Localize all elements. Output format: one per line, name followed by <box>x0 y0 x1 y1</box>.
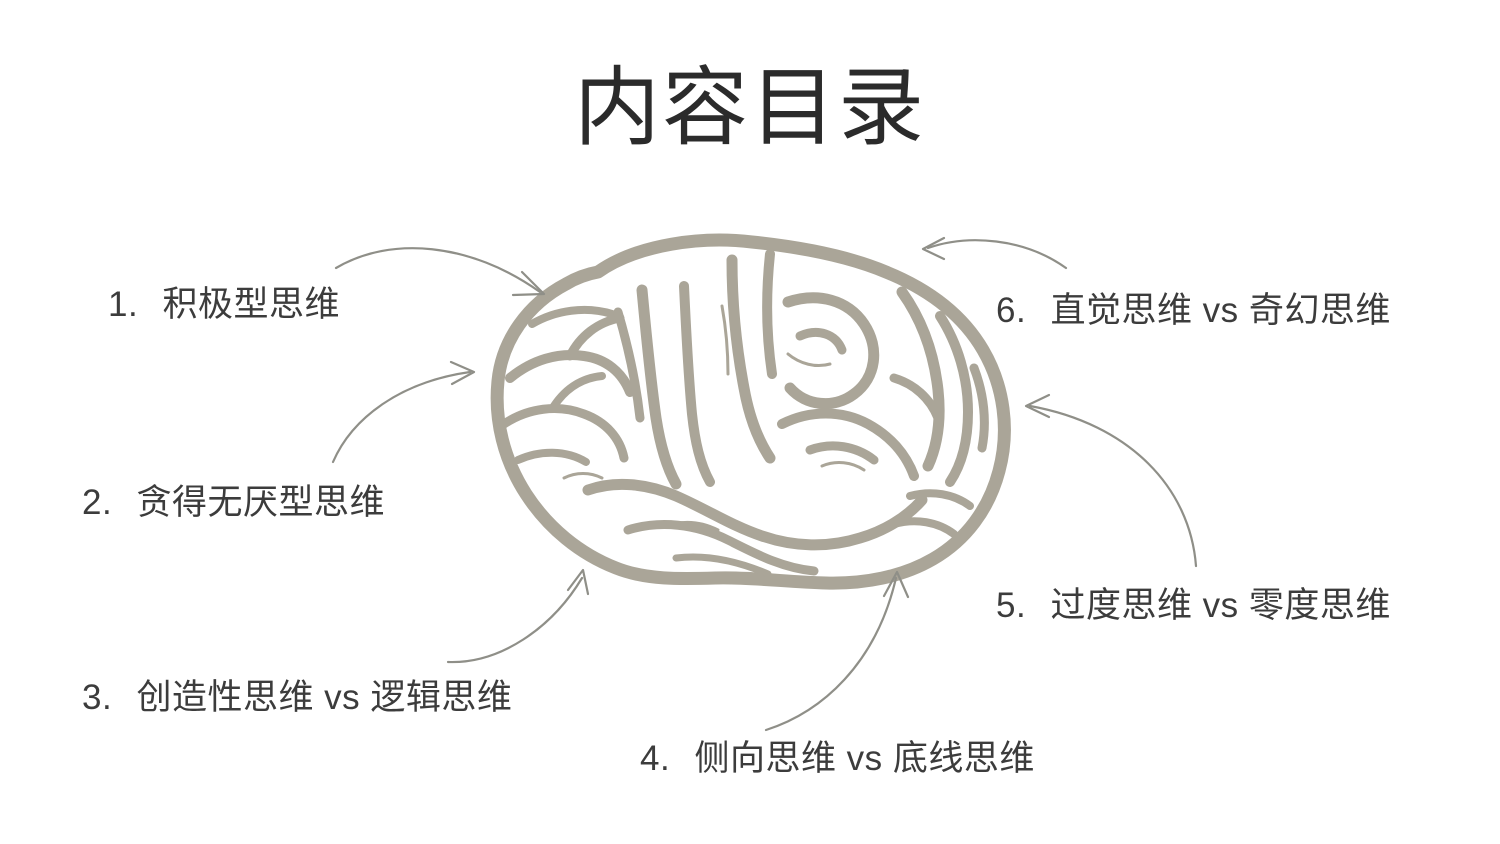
agenda-item-4[interactable]: 4. 侧向思维 vs 底线思维 <box>640 736 1110 783</box>
agenda-item-1-number: 1. <box>108 285 139 324</box>
agenda-item-6[interactable]: 6. 直觉思维 vs 奇幻思维 <box>996 288 1476 335</box>
agenda-item-2[interactable]: 2. 贪得无厌型思维 <box>82 480 462 527</box>
agenda-item-4-label: 侧向思维 vs 底线思维 <box>694 739 1035 778</box>
agenda-item-4-number: 4. <box>640 739 671 778</box>
agenda-item-3-label: 创造性思维 vs 逻辑思维 <box>136 678 513 717</box>
agenda-item-5-label: 过度思维 vs 零度思维 <box>1050 586 1391 625</box>
agenda-item-1-label: 积极型思维 <box>162 285 340 324</box>
agenda-item-6-number: 6. <box>996 291 1027 330</box>
arrow-to-brain-2 <box>331 360 476 464</box>
brain-outline-shape <box>490 233 1011 590</box>
page-title: 内容目录 <box>574 60 926 156</box>
arrow-to-brain-5 <box>1024 393 1198 568</box>
agenda-item-6-label: 直觉思维 vs 奇幻思维 <box>1050 291 1391 330</box>
agenda-item-2-label: 贪得无厌型思维 <box>136 483 385 522</box>
agenda-item-5[interactable]: 5. 过度思维 vs 零度思维 <box>996 583 1476 630</box>
agenda-item-3[interactable]: 3. 创造性思维 vs 逻辑思维 <box>82 675 602 722</box>
agenda-item-5-number: 5. <box>996 586 1027 625</box>
agenda-item-1[interactable]: 1. 积极型思维 <box>108 282 438 329</box>
agenda-item-3-number: 3. <box>82 678 113 717</box>
agenda-item-2-number: 2. <box>82 483 113 522</box>
brain-illustration <box>470 228 1030 598</box>
